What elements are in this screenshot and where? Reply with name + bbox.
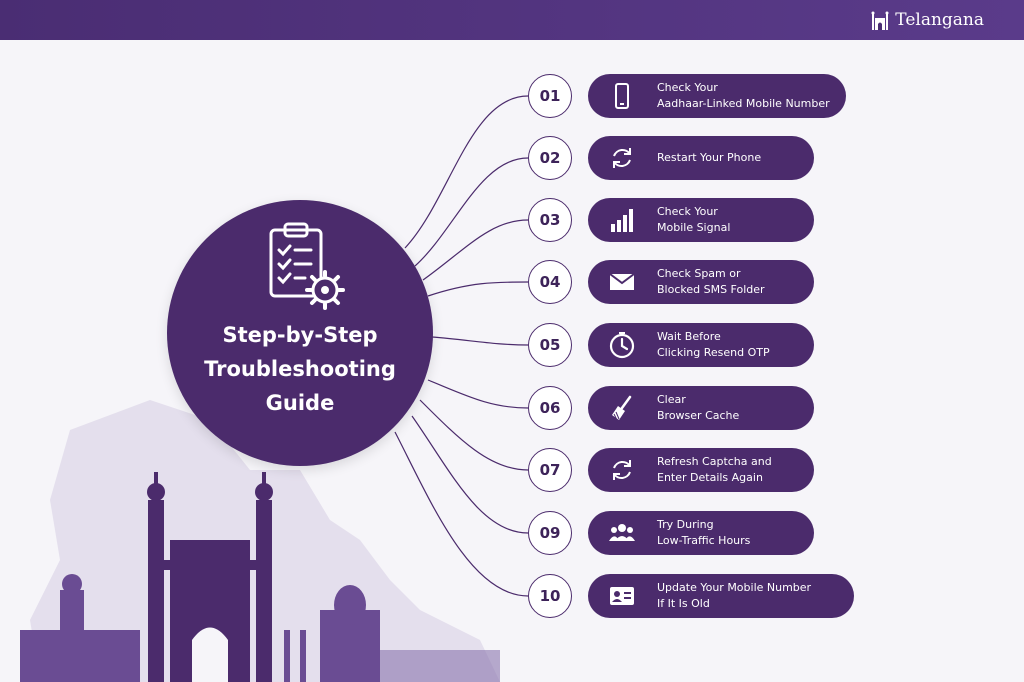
signal-icon [611,209,633,232]
charminar-logo-icon [871,11,889,30]
step-label-line: Browser Cache [657,409,740,422]
broom-icon [612,395,632,421]
step-label-line: Check Spam or [657,267,741,280]
clock-icon [609,332,635,359]
step-label-line: Update Your Mobile Number [657,581,812,594]
step-number: 06 [528,386,572,430]
step-pill[interactable]: Try During Low-Traffic Hours [588,511,814,555]
header-bar: Telangana [0,0,1024,40]
step-label-line: Check Your [657,81,718,94]
brand[interactable]: Telangana [871,9,984,31]
clipboard-checklist-gear-icon [269,222,345,310]
step-pill[interactable]: Check Your Mobile Signal [588,198,814,242]
step-pill[interactable]: Clear Browser Cache [588,386,814,430]
step-label: Restart Your Phone [657,142,761,166]
restart-icon [613,148,631,168]
step-label-line: Aadhaar-Linked Mobile Number [657,97,830,110]
step-label-line: Check Your [657,205,718,218]
step-label: Clear Browser Cache [657,392,739,424]
step-number: 03 [528,198,572,242]
step-pill[interactable]: Update Your Mobile Number If It Is Old [588,574,854,618]
step-number: 10 [528,574,572,618]
step-label: Check Your Aadhaar-Linked Mobile Number [657,80,830,112]
step-label: Check Your Mobile Signal [657,204,730,236]
step-label-line: Restart Your Phone [657,151,762,164]
step-label-line: Blocked SMS Folder [657,283,765,296]
brand-name: Telangana [895,10,984,30]
step-number: 02 [528,136,572,180]
step-label-line: Clear [657,393,686,406]
step-label-line: Refresh Captcha and [657,455,772,468]
step-label-line: Try During [657,518,714,531]
step-number: 09 [528,511,572,555]
guide-title: Step-by-Step Troubleshooting Guide [204,323,396,415]
step-label: Try During Low-Traffic Hours [657,517,750,549]
id-card-icon [610,587,634,605]
step-label-line: If It Is Old [657,597,710,610]
step-pill[interactable]: Refresh Captcha and Enter Details Again [588,448,814,492]
step-number: 01 [528,74,572,118]
step-pill[interactable]: Restart Your Phone [588,136,814,180]
step-label-line: Enter Details Again [657,471,763,484]
step-pill[interactable]: Check Spam or Blocked SMS Folder [588,260,814,304]
refresh-icon [613,460,631,480]
phone-icon [615,83,629,109]
group-icon [609,524,635,541]
step-pill[interactable]: Wait Before Clicking Resend OTP [588,323,814,367]
step-label-line: Wait Before [657,330,721,343]
step-pill[interactable]: Check Your Aadhaar-Linked Mobile Number [588,74,846,118]
step-label: Check Spam or Blocked SMS Folder [657,266,765,298]
step-label-line: Low-Traffic Hours [657,534,751,547]
step-label: Refresh Captcha and Enter Details Again [657,454,772,486]
step-label: Update Your Mobile Number If It Is Old [657,580,811,612]
step-label-line: Clicking Resend OTP [657,346,770,359]
step-number: 05 [528,323,572,367]
step-label: Wait Before Clicking Resend OTP [657,329,770,361]
guide-hub: Step-by-Step Troubleshooting Guide [167,200,433,466]
step-label-line: Mobile Signal [657,221,731,234]
envelope-icon [609,273,635,290]
step-number: 07 [528,448,572,492]
step-number: 04 [528,260,572,304]
